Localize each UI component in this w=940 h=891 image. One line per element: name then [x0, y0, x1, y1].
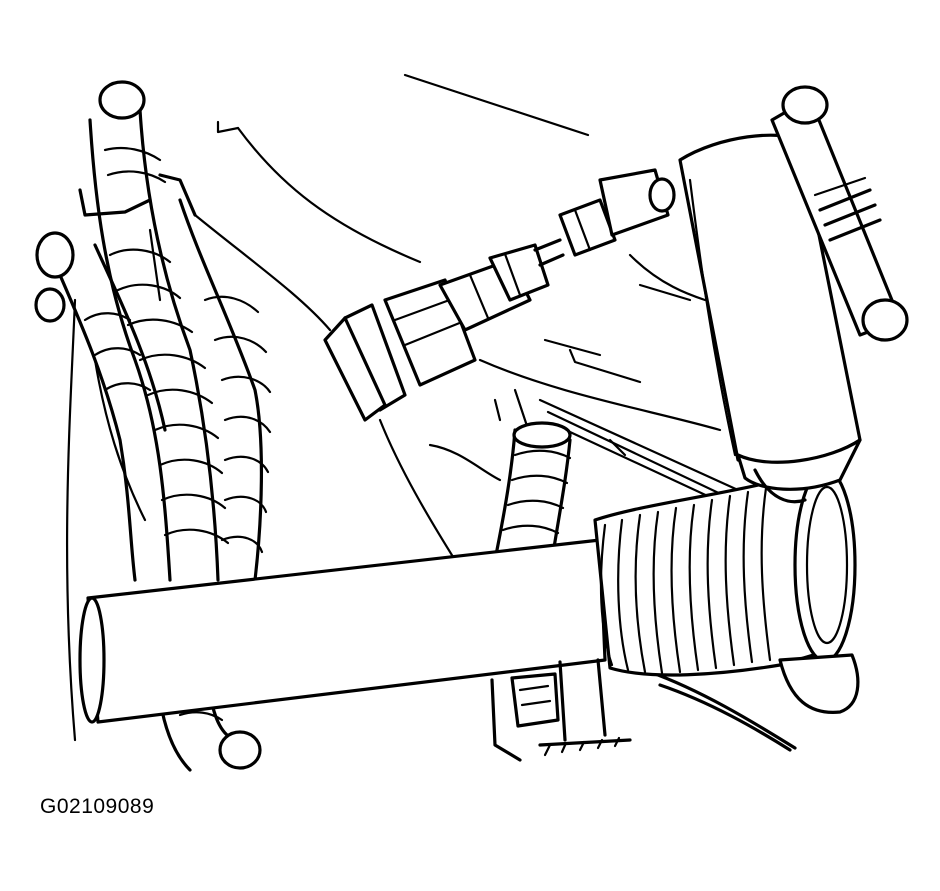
corrugated-hose-left [34, 80, 272, 582]
sensor-assembly [323, 168, 676, 422]
lower-connectors [490, 658, 797, 762]
corrugated-hose-center [493, 421, 572, 562]
upper-right-hose [770, 85, 909, 342]
corrugated-boot [593, 467, 860, 714]
engine-block-outline [65, 73, 772, 742]
horizontal-tube [78, 538, 607, 724]
figure-id-label: G02109089 [40, 795, 155, 818]
